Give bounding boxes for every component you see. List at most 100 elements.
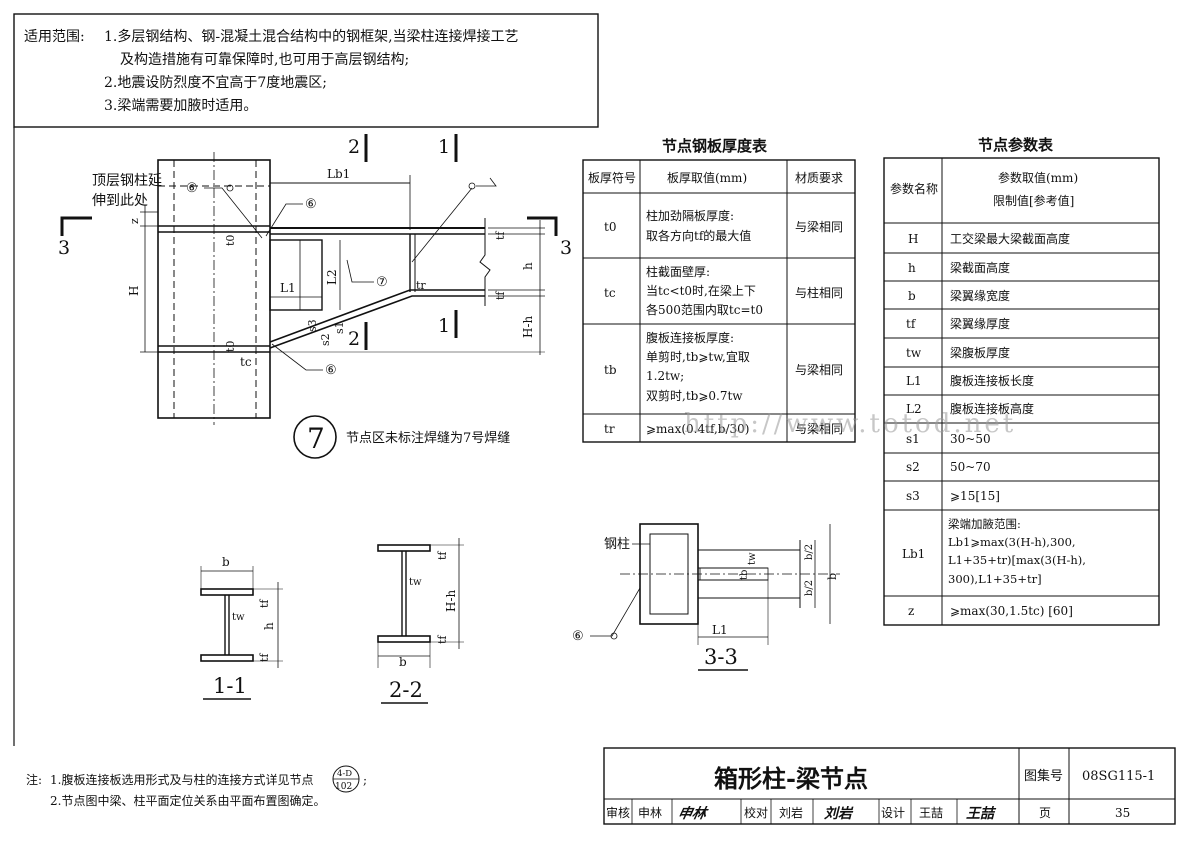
sec33-dim-b: b [826, 573, 839, 580]
section-mark-3-right: 3 [560, 237, 572, 259]
check-name: 刘岩 [779, 805, 803, 820]
dim-l1: L1 [280, 281, 296, 295]
dim-h: h [521, 262, 535, 270]
param-row-L2-name: L2 [906, 402, 922, 416]
param-row-L1-name: L1 [906, 374, 922, 388]
plate-row-tc-material: 与柱相同 [795, 285, 843, 300]
dim-tc: tc [240, 355, 252, 369]
param-row-tw-name: tw [906, 346, 922, 360]
detail-number-circle [293, 415, 337, 459]
plate-row-tb-value-1: 腹板连接板厚度: [646, 330, 734, 345]
sec11-dim-b: b [222, 555, 230, 569]
param-row-Lb1-value-2: Lb1⩾max(3(H-h),300, [948, 535, 1076, 549]
notes-line-1: 1.腹板连接板选用形式及与柱的连接方式详见节点 [50, 772, 313, 787]
drawing-title: 箱形柱-梁节点 [714, 764, 868, 793]
plate-row-tb-value-4: 双剪时,tb⩾0.7tw [646, 388, 743, 403]
param-row-s3-name: s3 [906, 489, 920, 503]
section-mark-1-bottom: 1 [438, 315, 450, 337]
top-column-note-1: 顶层钢柱延 [92, 173, 162, 189]
design-name: 王喆 [919, 806, 943, 820]
page-label: 页 [1039, 806, 1051, 820]
weld-marker-6-b: ⑥ [305, 197, 317, 212]
param-row-s1-value: 30~50 [950, 432, 991, 446]
sec22-dim-tf-top: tf [436, 551, 449, 560]
notes-ref-bottom: 102 [335, 782, 352, 792]
sec33-column-label: 钢柱 [604, 537, 630, 552]
page-number: 35 [1115, 806, 1130, 820]
plate-row-tc-value-3: 各500范围内取tc=t0 [646, 302, 763, 317]
param-row-h-value: 梁截面高度 [950, 260, 1010, 275]
param-row-z-value: ⩾max(30,1.5tc) [60] [950, 604, 1073, 618]
sec11-dim-tf-top: tf [258, 599, 271, 608]
plate-header-value: 板厚取值(mm) [667, 170, 747, 185]
review-label: 审核 [606, 805, 630, 820]
design-signature: 王喆 [966, 805, 997, 822]
check-label: 校对 [744, 805, 768, 820]
param-row-H-name: H [908, 232, 918, 246]
column-outline [157, 159, 271, 419]
param-header-value: 参数取值(mm) [998, 170, 1078, 185]
param-table: 节点参数表 参数名称 参数取值(mm) 限制值[参考值] H 工交梁最大梁截面高… [883, 136, 1160, 626]
plate-row-t0-value-2: 取各方向tf的最大值 [646, 228, 751, 243]
plate-row-tr-material: 与梁相同 [795, 421, 843, 436]
watermark-text: http://www.totod.net [684, 409, 1016, 439]
sec22-dim-tw: tw [409, 577, 422, 588]
section-mark-2-bottom: 2 [348, 328, 360, 350]
plate-row-tc-value-2: 当tc<t0时,在梁上下 [646, 283, 756, 298]
plate-row-tb-value-3: 1.2tw; [646, 369, 684, 383]
param-row-Lb1-value-1: 梁端加腋范围: [948, 517, 1021, 531]
plate-row-tc-value-1: 柱截面壁厚: [646, 264, 710, 279]
plate-row-tb-symbol: tb [604, 363, 617, 377]
elevation-detail: Lb1 L1 L2 z H t0 t0 tf h tf H-h tr tc s3… [58, 134, 572, 459]
sec33-dim-tb: tb [739, 570, 750, 580]
review-signature: 申林 [676, 805, 709, 822]
param-row-H-value: 工交梁最大梁截面高度 [950, 231, 1070, 246]
plate-row-tr-value-1: ⩾max(0.4tf,b/30) [646, 422, 749, 436]
param-row-s2-value: 50~70 [950, 460, 991, 474]
review-name: 申林 [638, 806, 662, 820]
plate-table: 节点钢板厚度表 板厚符号 板厚取值(mm) 材质要求 t0 柱加劲隔板厚度: 取… [582, 137, 856, 443]
detail-number: 7 [307, 422, 325, 455]
sec33-dim-l1: L1 [712, 623, 728, 637]
notes-line-2: 2.节点图中梁、柱平面定位关系由平面布置图确定。 [50, 793, 325, 808]
weld-marker-6-a: ⑥ [186, 181, 198, 196]
plate-row-tr-symbol: tr [604, 422, 615, 436]
sec33-weld-marker: ⑥ [572, 629, 584, 644]
notes-ref-top: 4-D [337, 769, 352, 779]
dim-z: z [128, 218, 141, 224]
sec33-dim-b-half-top: b/2 [804, 544, 815, 560]
scope-line-1: 1.多层钢结构、钢-混凝土混合结构中的钢框架,当梁柱连接焊接工艺 [104, 28, 519, 45]
param-row-z-name: z [908, 604, 914, 618]
dim-s2: s2 [319, 333, 332, 346]
sec33-dim-tw: tw [747, 552, 758, 565]
plate-row-t0-symbol: t0 [604, 220, 616, 234]
plate-row-t0-material: 与梁相同 [795, 219, 843, 234]
param-row-tf-name: tf [906, 317, 917, 331]
dim-tr: tr [416, 279, 426, 292]
param-row-h-name: h [908, 261, 916, 275]
notes-prefix: 注: [26, 772, 42, 787]
section-2-2: tf tf H-h tw b 2-2 [377, 538, 464, 704]
section-mark-2-top: 2 [348, 136, 360, 158]
sec22-dim-b: b [399, 655, 407, 669]
weld-marker-6-c: ⑥ [325, 363, 337, 378]
notes: 注: 1.腹板连接板选用形式及与柱的连接方式详见节点 4-D 102 ; 2.节… [26, 765, 367, 808]
title-block: 箱形柱-梁节点 图集号 08SG115-1 审核 申林 申林 校对 刘岩 刘岩 … [603, 747, 1176, 825]
dim-s1: s1 [333, 321, 346, 334]
web-plate [269, 239, 323, 311]
plate-table-title: 节点钢板厚度表 [662, 137, 768, 155]
sec11-dim-tw: tw [232, 612, 245, 623]
dim-h-minus-h: H-h [521, 315, 535, 338]
plate-row-tb-material: 与梁相同 [795, 362, 843, 377]
dim-s3: s3 [306, 319, 319, 332]
sec33-label: 3-3 [704, 645, 738, 669]
scope-line-3: 2.地震设防烈度不宜高于7度地震区; [104, 74, 327, 91]
sec11-dim-tf-bottom: tf [258, 653, 271, 662]
param-header-limit: 限制值[参考值] [993, 193, 1074, 208]
param-row-b-value: 梁翼缘宽度 [950, 288, 1010, 303]
dim-t0-top: t0 [224, 235, 237, 246]
plate-row-tb-value-2: 单剪时,tb⩾tw,宜取 [646, 349, 750, 364]
section-3-3: b/2 b/2 b tb tw L1 钢柱 ⑥ 3-3 [572, 523, 840, 671]
sec22-dim-h-minus-h: H-h [444, 589, 458, 612]
